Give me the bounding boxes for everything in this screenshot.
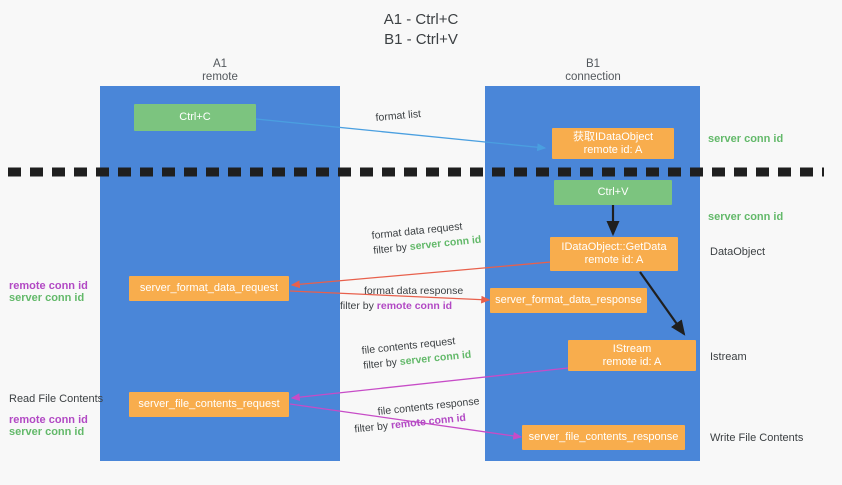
annotation-write-file-contents: Write File Contents [710, 432, 804, 444]
node-idataobject-getdata[interactable]: IDataObject::GetData remote id: A [550, 237, 678, 271]
annotation-remote-conn-id-lower: remote conn id [9, 414, 88, 426]
edge-label-format-data-response-line2: filter by remote conn id [340, 299, 463, 314]
node-ctrl-c[interactable]: Ctrl+C [134, 104, 256, 131]
filter-prefix: filter by [362, 356, 401, 372]
lane-header-b1: B1 connection [513, 58, 673, 84]
title-line-1: A1 - Ctrl+C [383, 11, 459, 28]
node-idataobject-getdata-remote-id: remote id: A [584, 254, 644, 266]
edge-label-file-contents-response: file contents response filter by remote … [354, 394, 482, 435]
annotation-server-conn-id-upper: server conn id [9, 292, 85, 304]
edge-label-format-data-response-line1: format data response [364, 285, 464, 297]
lane-header-b1-sub: connection [565, 71, 621, 83]
edge-label-file-contents-request: file contents request filter by server c… [361, 333, 472, 374]
edge-label-format-list-text: format list [375, 108, 422, 124]
annotation-server-conn-id-lower: server conn id [9, 426, 85, 438]
node-server-file-contents-response[interactable]: server_file_contents_response [522, 425, 685, 450]
annotation-remote-conn-id-upper: remote conn id [9, 280, 88, 292]
node-istream-title: IStream [612, 342, 652, 355]
edge-label-format-list: format list [375, 107, 422, 126]
lane-header-a1: A1 remote [140, 58, 300, 84]
node-server-file-contents-request-label: server_file_contents_request [138, 398, 280, 410]
annotation-istream: Istream [710, 351, 747, 363]
node-get-idataobject[interactable]: 获取IDataObject remote id: A [552, 128, 674, 159]
node-server-format-data-response[interactable]: server_format_data_response [490, 288, 647, 313]
node-get-idataobject-remote-id: remote id: A [583, 143, 643, 156]
annotation-dataobject: DataObject [710, 246, 766, 258]
annotation-server-conn-id-top: server conn id [708, 133, 784, 145]
node-server-format-data-request[interactable]: server_format_data_request [129, 276, 289, 301]
node-ctrl-v-label: Ctrl+V [597, 186, 629, 198]
node-istream-remote-id: remote id: A [602, 355, 662, 368]
edge-label-format-data-response: format data response filter by remote co… [340, 284, 464, 314]
node-idataobject-getdata-title: IDataObject::GetData [561, 241, 667, 253]
title-line-2: B1 - Ctrl+V [384, 31, 458, 48]
node-ctrl-c-label: Ctrl+C [179, 111, 211, 123]
filter-prefix: filter by [372, 241, 411, 257]
filter-prefix: filter by [340, 300, 377, 312]
annotation-read-file-contents: Read File Contents [9, 393, 104, 405]
edge-label-format-data-request: format data request filter by server con… [371, 218, 482, 259]
lane-header-a1-name: A1 [212, 58, 228, 70]
node-get-idataobject-title: 获取IDataObject [572, 130, 654, 143]
filter-key-remote-conn-id: remote conn id [376, 300, 453, 312]
diagram-title: A1 - Ctrl+C B1 - Ctrl+V [0, 10, 842, 50]
lane-header-a1-sub: remote [202, 71, 238, 83]
node-istream[interactable]: IStream remote id: A [568, 340, 696, 371]
node-server-file-contents-request[interactable]: server_file_contents_request [129, 392, 289, 417]
node-server-format-data-request-label: server_format_data_request [139, 282, 279, 294]
lane-header-b1-name: B1 [585, 58, 601, 70]
node-ctrl-v[interactable]: Ctrl+V [554, 180, 672, 205]
annotation-server-conn-id-mid: server conn id [708, 211, 784, 223]
node-server-file-contents-response-label: server_file_contents_response [528, 431, 679, 443]
filter-prefix: filter by [353, 419, 392, 436]
node-server-format-data-response-label: server_format_data_response [495, 294, 642, 306]
